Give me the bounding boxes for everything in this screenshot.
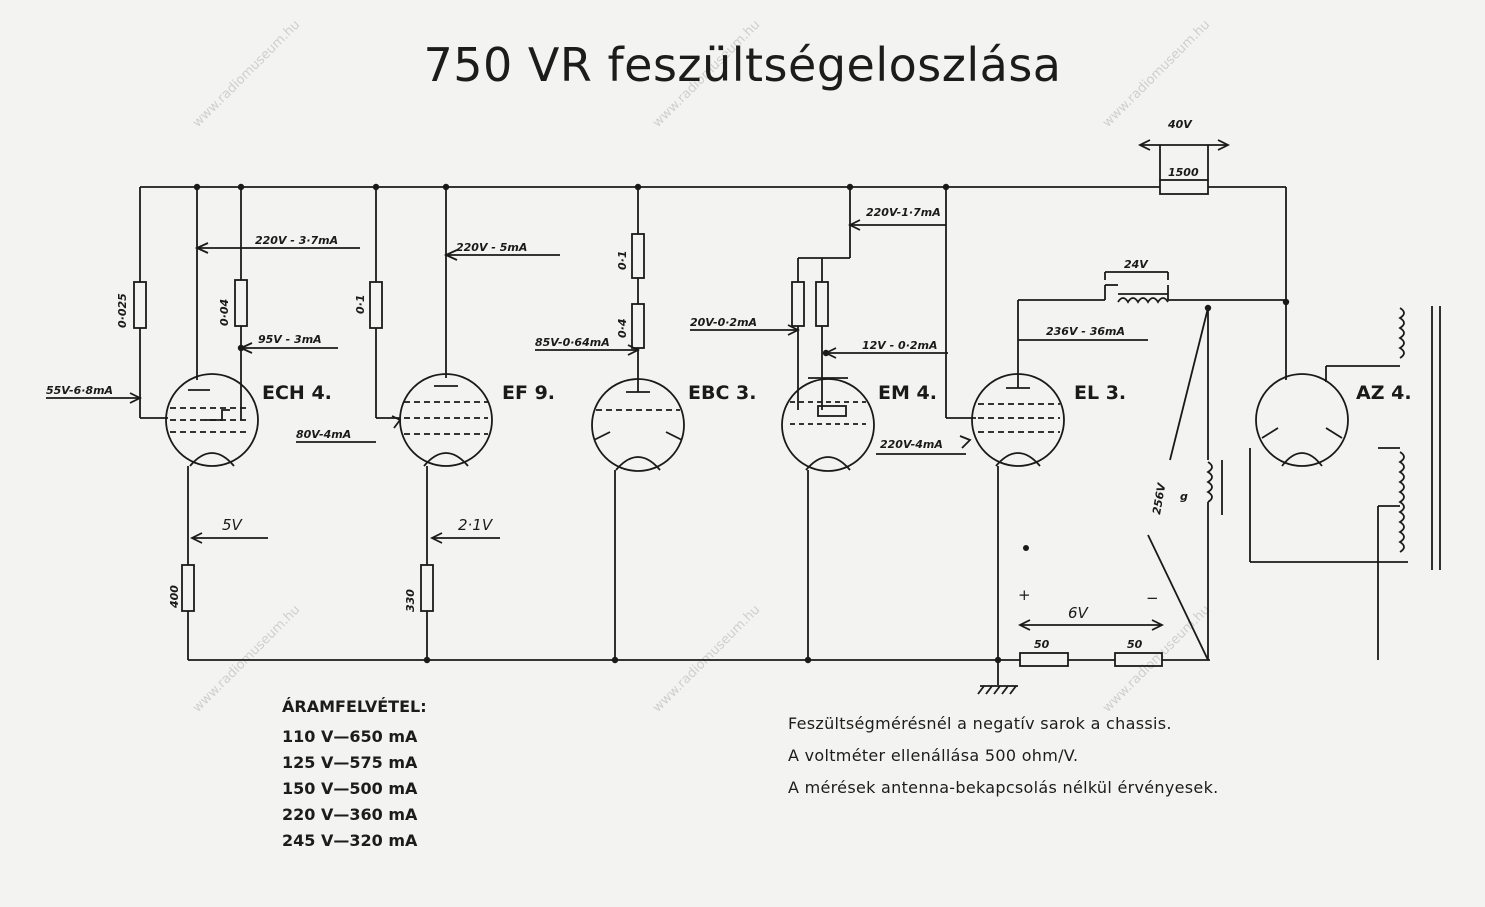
resistor-ech4-screen — [234, 279, 248, 327]
label-choke-drop: 24V — [1124, 258, 1149, 271]
label-minus: − — [1146, 589, 1159, 607]
label-hv: 256V — [1150, 481, 1169, 516]
resistor-heater-ech4 — [181, 564, 195, 612]
choke-coil — [1117, 297, 1169, 304]
label-em4-b: 12V - 0·2mA — [862, 339, 938, 352]
label-ech4-grid: 55V-6·8mA — [46, 384, 113, 397]
measurement-notes: Feszültségmérésnél a negatív sarok a cha… — [788, 708, 1219, 804]
table-row: 245 V—320 mA — [282, 831, 418, 850]
label-speaker: g — [1180, 490, 1188, 503]
table-row: 150 V—500 mA — [282, 779, 418, 798]
label-resistor-heater-ech4: 400 — [168, 585, 181, 609]
resistor-dropper — [1159, 179, 1209, 195]
label-ef9-heater: 2·1V — [458, 516, 494, 534]
label-resistor-ebc3-bottom: 0·4 — [616, 319, 629, 339]
tube-ech4 — [165, 373, 259, 467]
note-line: Feszültségmérésnél a negatív sarok a cha… — [788, 714, 1172, 733]
label-bias: 6V — [1068, 604, 1090, 622]
resistor-ech4-grid — [133, 281, 147, 329]
label-plus: + — [1018, 586, 1031, 604]
resistor-ef9 — [369, 281, 383, 329]
label-el3-screen: 220V-4mA — [880, 438, 943, 451]
label-ech4-screen: 95V - 3mA — [258, 333, 322, 346]
speaker-coil — [1206, 461, 1213, 503]
table-row: 110 V—650 mA — [282, 727, 418, 746]
label-resistor-bias-2: 50 — [1127, 638, 1143, 651]
tube-em4 — [781, 378, 875, 472]
label-resistor-ech4-screen: 0·04 — [218, 299, 231, 326]
transformer-winding — [1398, 307, 1405, 359]
resistor-ebc3-bottom — [631, 303, 645, 349]
table-row: 125 V—575 mA — [282, 753, 418, 772]
resistor-bias-1 — [1019, 652, 1069, 667]
transformer-winding — [1398, 451, 1405, 553]
label-ef9-plate: 220V - 5mA — [456, 241, 527, 254]
label-resistor-dropper: 1500 — [1168, 166, 1199, 179]
label-ebc3-plate: 85V-0·64mA — [535, 336, 610, 349]
label-ech4-plate: 220V - 3·7mA — [255, 234, 338, 247]
resistor-ebc3-top — [631, 233, 645, 279]
resistor-em4-a — [791, 281, 805, 327]
label-resistor-ef9: 0·1 — [354, 295, 367, 315]
label-ech4-heater: 5V — [222, 516, 244, 534]
label-ef9-screen: 80V-4mA — [296, 428, 351, 441]
current-consumption-table: ÁRAMFELVÉTEL: 110 V—650 mA 125 V—575 mA … — [282, 694, 427, 854]
table-heading: ÁRAMFELVÉTEL: — [282, 697, 427, 716]
tube-label-el3: EL 3. — [1074, 382, 1126, 404]
tube-label-ech4: ECH 4. — [262, 382, 332, 404]
tube-label-em4: EM 4. — [878, 382, 937, 404]
label-resistor-heater-ef9: 330 — [404, 589, 417, 612]
label-resistor-bias-1: 50 — [1034, 638, 1050, 651]
table-row: 220 V—360 mA — [282, 805, 418, 824]
label-em4-a: 20V-0·2mA — [690, 316, 757, 329]
tube-label-ebc3: EBC 3. — [688, 382, 756, 404]
label-resistor-ech4-grid: 0·025 — [116, 293, 129, 328]
page-title: 750 VR feszültségeloszlása — [423, 38, 1062, 92]
tube-ebc3 — [591, 378, 685, 472]
junction-dots — [193, 183, 1290, 664]
label-dropper-drop: 40V — [1167, 118, 1193, 131]
arrow-hv — [1169, 307, 1209, 461]
tube-label-ef9: EF 9. — [502, 382, 555, 404]
tube-label-az4: AZ 4. — [1356, 382, 1412, 404]
resistor-em4-b — [815, 281, 829, 327]
label-el3-plate: 236V - 36mA — [1046, 325, 1125, 338]
resistor-bias-2 — [1114, 652, 1163, 667]
tube-az4 — [1255, 373, 1349, 467]
note-line: A voltméter ellenállása 500 ohm/V. — [788, 746, 1079, 765]
resistor-heater-ef9 — [420, 564, 434, 612]
note-line: A mérések antenna-bekapcsolás nélkül érv… — [788, 778, 1219, 797]
label-resistor-ebc3-top: 0·1 — [616, 251, 629, 271]
label-em4-c: 220V-1·7mA — [866, 206, 941, 219]
